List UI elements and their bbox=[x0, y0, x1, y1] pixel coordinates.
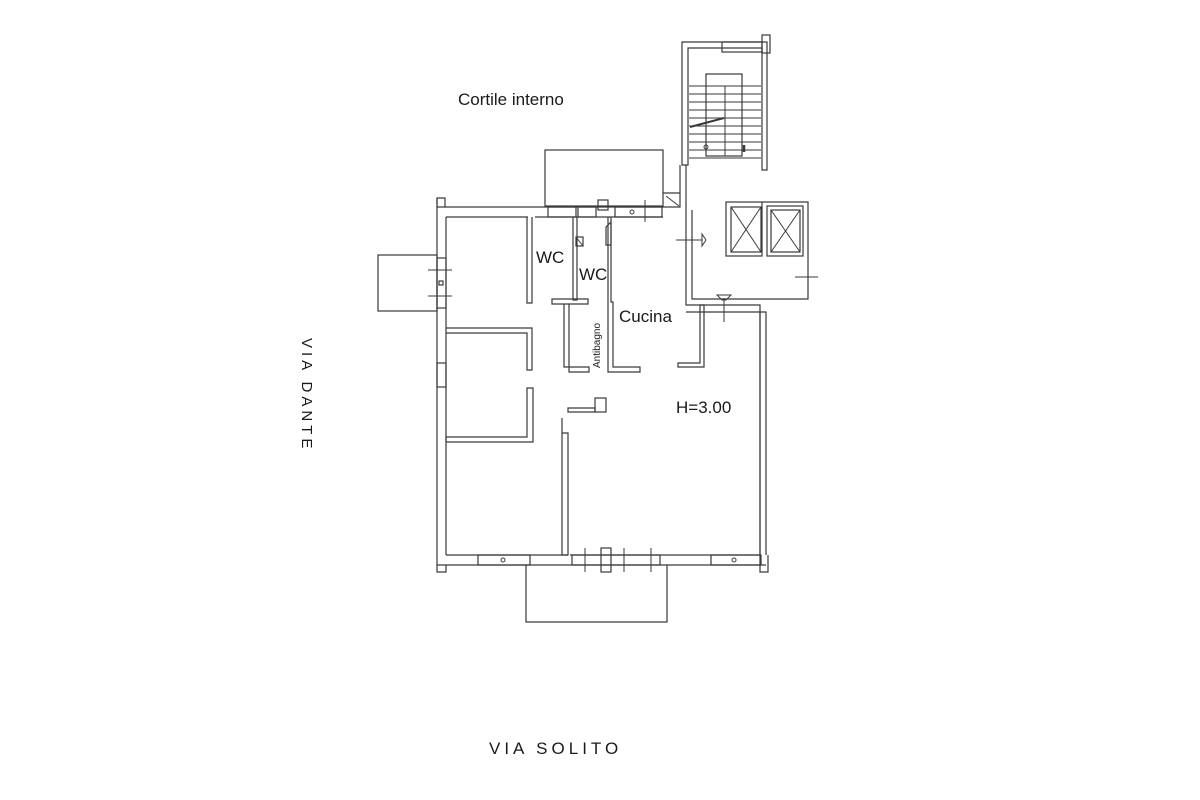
street-label-bottom: VIA SOLITO bbox=[489, 739, 622, 758]
side-balcony bbox=[377, 254, 438, 312]
front-balcony bbox=[525, 565, 668, 623]
street-label-left: VIA DANTE bbox=[298, 338, 315, 452]
interior-walls bbox=[445, 217, 818, 556]
ceiling-height-label: H=3.00 bbox=[676, 398, 731, 417]
room-label-wc-2: WC bbox=[579, 265, 607, 284]
exterior-walls bbox=[428, 165, 809, 573]
rear-balcony bbox=[544, 149, 664, 207]
stairwell bbox=[681, 34, 771, 171]
room-label-cucina: Cucina bbox=[619, 307, 672, 326]
room-label-antibagno: Antibagno bbox=[592, 323, 603, 368]
courtyard-label: Cortile interno bbox=[458, 90, 564, 109]
elevators bbox=[725, 201, 804, 257]
room-label-wc-1: WC bbox=[536, 248, 564, 267]
